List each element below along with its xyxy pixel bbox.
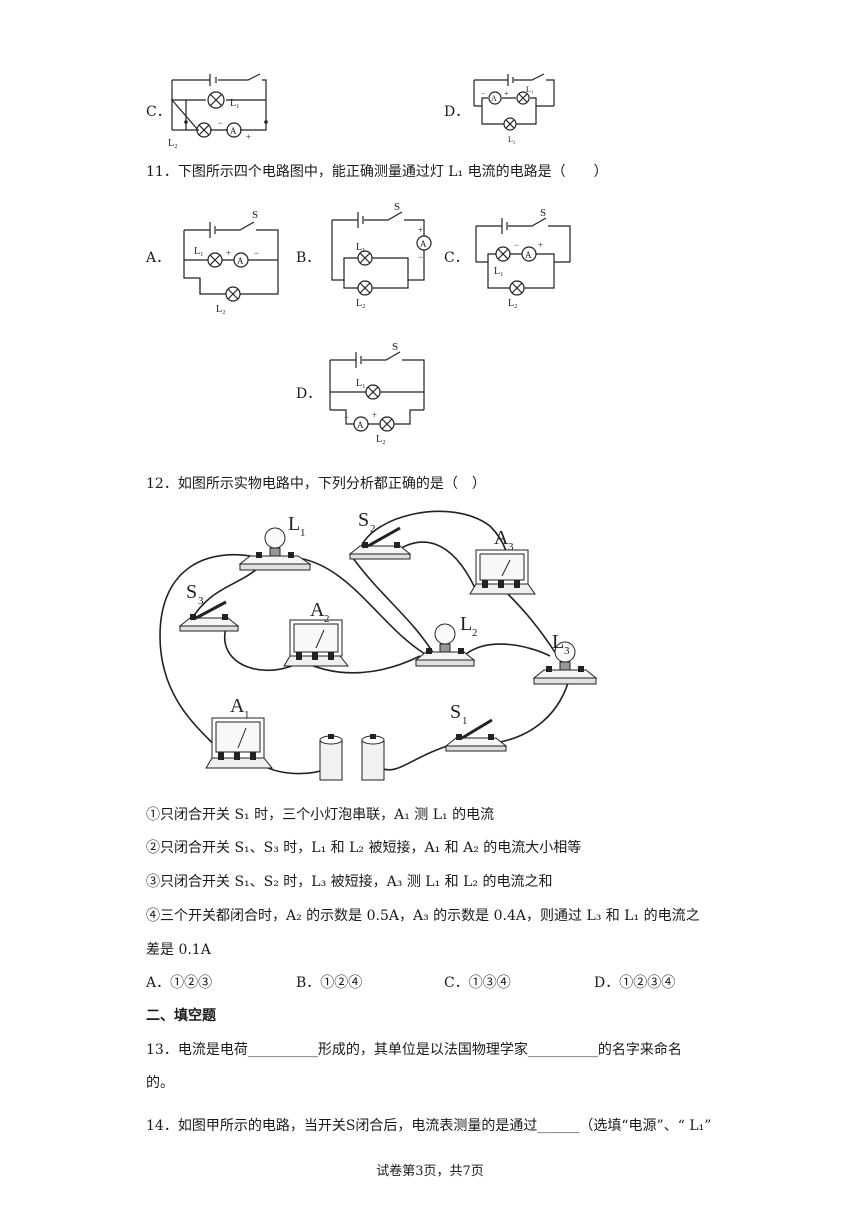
- q11-option-c-label: C．: [444, 250, 469, 266]
- q10-d-minus-label: −: [481, 89, 486, 98]
- q11-b-l1-label: L₁: [356, 242, 366, 253]
- q12-option-c: C．①③④: [444, 975, 511, 991]
- q11-d-minus-label: −: [344, 412, 349, 422]
- q11-c-ammeter-label: A: [525, 250, 532, 260]
- q10-d-l1-label: L₁: [526, 85, 534, 94]
- q11-a-plus-label: +: [226, 248, 231, 258]
- q12-l2-lamp: [414, 623, 476, 667]
- q11-b-minus-label: −: [418, 252, 423, 262]
- q12-l2-sub: 2: [472, 627, 478, 639]
- q10-d-l2-label: L₂: [508, 135, 516, 144]
- q11-option-d-label: D．: [296, 386, 322, 402]
- q14-line-1: 14．如图甲所示的电路，当开关S闭合后，电流表测量的是通过______（选填“电…: [146, 1118, 712, 1134]
- q12-s3-switch: [178, 600, 240, 632]
- q10-c-ammeter-label: A: [230, 126, 237, 136]
- q12-s2-label: S: [358, 509, 369, 531]
- q11-stem: 11．下图所示四个电路图中，能正确测量通过灯 L₁ 电流的电路是（ ）: [146, 164, 608, 180]
- q12-s1-label: S: [450, 701, 461, 723]
- q12-statement-2: ②只闭合开关 S₁、S₃ 时，L₁ 和 L₂ 被短接，A₁ 和 A₂ 的电流大小…: [146, 840, 582, 856]
- q12-statement-1: ①只闭合开关 S₁ 时，三个小灯泡串联，A₁ 测 L₁ 的电流: [146, 807, 495, 823]
- q12-a3-label: A: [494, 527, 509, 549]
- q11-c-plus-label: +: [538, 240, 543, 250]
- q12-statement-4: ④三个开关都闭合时，A₂ 的示数是 0.5A，A₃ 的示数是 0.4A，则通过 …: [146, 908, 700, 924]
- q10-d-plus-label: +: [504, 89, 509, 98]
- q11-a-switch-label: S: [252, 209, 258, 221]
- q12-statement-3: ③只闭合开关 S₁、S₂ 时，L₃ 被短接，A₃ 测 L₁ 和 L₂ 的电流之和: [146, 874, 553, 890]
- q11-d-plus-label: +: [372, 410, 377, 420]
- q12-option-b: B．①②④: [296, 975, 363, 991]
- q12-s1-sub: 1: [462, 715, 468, 727]
- q12-option-d: D．①②③④: [594, 975, 676, 991]
- q10-circuit-d: A − + L₁ L₂: [473, 73, 555, 144]
- q11-d-l1-label: L₁: [356, 378, 366, 389]
- q12-l1-sub: 1: [300, 527, 306, 539]
- q11-circuit-c: S A − + L₁ L₂: [475, 207, 571, 309]
- q12-a1-sub: 1: [244, 709, 250, 721]
- q11-circuit-b: S A + − L₁ L₂: [331, 201, 432, 309]
- q12-s1-switch: [444, 718, 508, 752]
- q12-physical-circuit: L 1 S 2 A 3 S 3 A 2: [159, 509, 598, 781]
- q13-line-2: 的。: [146, 1075, 174, 1091]
- q12-a2-label: A: [310, 599, 325, 621]
- page-footer: 试卷第3页，共7页: [376, 1164, 484, 1179]
- q12-s3-label: S: [186, 581, 197, 603]
- q12-stem: 12．如图所示实物电路中，下列分析都正确的是（ ）: [146, 476, 486, 492]
- q12-s3-sub: 3: [198, 595, 204, 607]
- q12-battery-1: [319, 734, 343, 781]
- q12-a3-sub: 3: [508, 541, 514, 553]
- q12-a1-label: A: [230, 695, 245, 717]
- q11-c-switch-label: S: [540, 207, 546, 219]
- q11-b-switch-label: S: [394, 201, 400, 213]
- q10-c-plus-label: +: [246, 132, 251, 142]
- q13-line-1: 13．电流是电荷__________形成的，其单位是以法国物理学家_______…: [146, 1042, 682, 1058]
- q10-option-c-label: C．: [146, 104, 171, 120]
- q10-circuit-c: L₁ L₂ A − +: [168, 73, 268, 149]
- q11-d-ammeter-label: A: [357, 420, 364, 430]
- q10-option-d-label: D．: [444, 104, 470, 120]
- q11-d-l2-label: L₂: [376, 434, 386, 445]
- q12-a2-ammeter: [283, 619, 350, 667]
- q12-a3-ammeter: [469, 549, 536, 595]
- q12-a2-sub: 2: [324, 613, 330, 625]
- q12-s2-switch: [348, 526, 412, 560]
- q11-d-switch-label: S: [392, 341, 398, 353]
- q12-option-a: A．①②③: [146, 975, 213, 991]
- q10-d-ammeter-label: A: [491, 94, 497, 103]
- q11-a-l2-label: L₂: [216, 304, 226, 315]
- q12-l3-sub: 3: [564, 645, 570, 657]
- q11-a-minus-label: −: [254, 248, 259, 258]
- q11-b-ammeter-label: A: [420, 239, 427, 249]
- q11-a-ammeter-label: A: [237, 256, 244, 266]
- q10-c-l2-label: L₂: [168, 138, 178, 149]
- q11-circuit-d: S L₁ A − + L₂: [329, 341, 425, 445]
- q10-c-l1-label: L₁: [230, 98, 240, 109]
- q11-option-b-label: B．: [296, 250, 321, 266]
- q11-circuit-a: S L₁ A + − L₂: [183, 209, 279, 315]
- q11-c-l2-label: L₂: [508, 298, 518, 309]
- q11-option-a-label: A．: [146, 250, 171, 266]
- q12-statement-4-cont: 差是 0.1A: [146, 942, 211, 958]
- q12-l3-lamp: [532, 641, 598, 685]
- q12-a1-ammeter: [205, 717, 274, 769]
- q11-b-plus-label: +: [418, 225, 423, 235]
- q12-l1-lamp: [238, 527, 312, 571]
- q11-c-l1-label: L₁: [494, 266, 504, 277]
- q12-l3-label: L: [552, 631, 564, 653]
- section-fill-in-title: 二、填空题: [146, 1008, 216, 1024]
- q11-a-l1-label: L₁: [194, 246, 204, 257]
- q12-s2-sub: 2: [370, 523, 376, 535]
- q12-battery-2: [361, 734, 385, 781]
- q12-l2-label: L: [460, 613, 472, 635]
- q10-c-minus-label: −: [218, 118, 223, 128]
- q12-l1-label: L: [288, 513, 300, 535]
- q11-b-l2-label: L₂: [356, 298, 366, 309]
- q11-c-minus-label: −: [514, 240, 519, 250]
